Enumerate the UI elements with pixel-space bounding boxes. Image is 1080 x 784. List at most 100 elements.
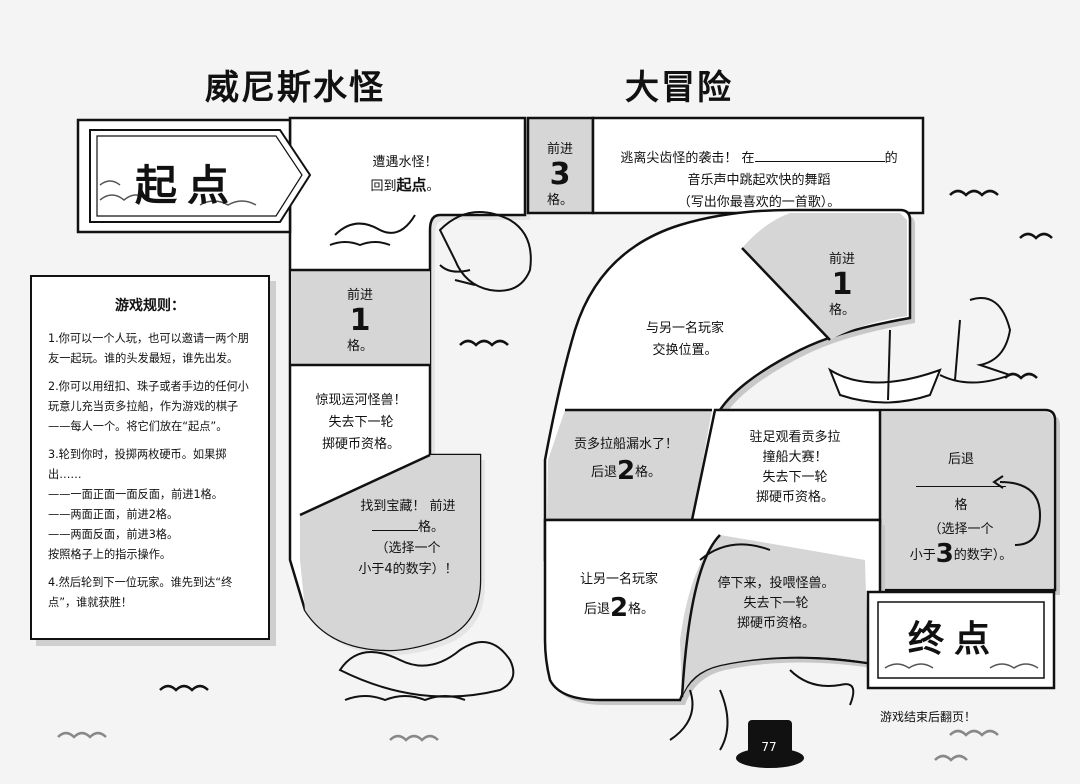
square-gondola-race: 驻足观看贡多拉 撞船大赛！ 失去下一轮 掷硬币资格。 <box>720 428 870 508</box>
square-feed-monster <box>680 535 868 697</box>
square-text: 小于4的数字）！ <box>358 562 458 577</box>
square-text: 格。 <box>417 520 444 535</box>
page-number: 77 <box>761 740 777 754</box>
square-text: 格。 <box>828 303 855 318</box>
square-text: 前进 <box>346 288 373 303</box>
square-text: 惊现运河怪兽！ <box>315 393 407 408</box>
square-forward-3: 前进 3 格。 <box>530 140 590 211</box>
square-text: 后退 <box>947 452 974 467</box>
wave-decorations <box>57 189 1053 762</box>
square-escape-monster: 逃离尖齿怪的袭击！ 在 的 音乐声中跳起欢快的舞蹈 （写出你最喜欢的一首歌）。 <box>600 148 918 214</box>
end-label: 终点 <box>908 618 1001 660</box>
square-text: （选择一个 <box>928 522 994 537</box>
square-text: 掷硬币资格。 <box>736 616 815 631</box>
square-text: 音乐声中跳起欢快的舞蹈 <box>687 173 831 188</box>
square-text: 交换位置。 <box>652 343 718 358</box>
square-number: 2 <box>616 456 636 486</box>
rule-item: ——两面正面，前进2格。 <box>48 508 179 521</box>
square-text: 前进 <box>546 142 573 157</box>
square-text: 小于3的数字）。 <box>886 539 1036 569</box>
rule-item: 3.轮到你时，投掷两枚硬币。如果掷出…… <box>48 448 227 481</box>
rules-heading: 游戏规则： <box>115 298 185 314</box>
left-track <box>288 116 527 652</box>
square-text: 回到起点。 <box>330 174 480 198</box>
square-text-bold: 起点 <box>396 176 427 194</box>
square-gondola-leak <box>547 410 712 520</box>
square-text: 前进 <box>828 252 855 267</box>
right-block <box>690 408 1060 595</box>
square-forward-1-left <box>291 270 430 365</box>
square-text: 回到 <box>370 179 397 194</box>
square-text: 格 <box>954 498 968 513</box>
square-gondola-leak-text: 贡多拉船漏水了！ 后退2格。 <box>562 432 690 486</box>
bottom-track <box>543 518 885 705</box>
square-text: 找到宝藏！ 前进 <box>360 499 456 514</box>
start-label: 起点 <box>135 161 240 210</box>
square-text: 让另一名玩家 <box>579 572 658 587</box>
square-feed-monster-text: 停下来，投喂怪兽。 失去下一轮 掷硬币资格。 <box>696 574 856 634</box>
square-text: 失去下一轮 <box>762 470 828 485</box>
square-text: 失去下一轮 <box>743 596 809 611</box>
square-text <box>886 472 1036 502</box>
song-blank[interactable] <box>754 161 885 162</box>
square-send-back: 让另一名玩家 后退2格。 <box>560 566 678 624</box>
s-track <box>543 208 915 565</box>
footer-note: 游戏结束后翻页！ <box>880 710 977 724</box>
answer-blank[interactable] <box>371 530 418 531</box>
square-text: 格。 <box>338 517 478 538</box>
square-text: 掷硬币资格。 <box>321 437 400 452</box>
square-canal-monster: 惊现运河怪兽！ 失去下一轮 掷硬币资格。 <box>296 390 426 456</box>
square-swap-places: 与另一名玩家 交换位置。 <box>620 318 750 362</box>
square-text: 格。 <box>635 465 662 480</box>
rule-item: 4.然后轮到下一位玩家。谁先到达“终点”，谁就获胜！ <box>48 576 233 609</box>
rule-item: ——两面反面，前进3格。 <box>48 528 179 541</box>
page-title-right: 大冒险 <box>625 68 733 108</box>
square-number: 3 <box>935 539 954 569</box>
square-go-back-text: 后退 格 （选择一个 小于3的数字）。 <box>886 448 1036 568</box>
square-text: 掷硬币资格。 <box>755 490 834 505</box>
square-treasure-text: 找到宝藏！ 前进 格。 （选择一个 小于4的数字）！ <box>338 496 478 580</box>
answer-blank[interactable] <box>916 472 1006 487</box>
square-text: 的数字）。 <box>953 548 1013 563</box>
square-text: 撞船大赛！ <box>762 450 828 465</box>
square-forward-1-right-text: 前进 1 格。 <box>812 250 872 321</box>
page-title-left: 威尼斯水怪 <box>205 68 385 108</box>
square-text: 贡多拉船漏水了！ <box>573 437 678 452</box>
rule-item: 2.你可以用纽扣、珠子或者手边的任何小玩意儿充当贡多拉船，作为游戏的棋子——每人… <box>48 380 249 433</box>
square-text: 。 <box>426 179 440 194</box>
square-text: 停下来，投喂怪兽。 <box>717 576 835 591</box>
square-go-back <box>880 412 1053 588</box>
square-text: 的 <box>884 151 898 166</box>
square-text: 失去下一轮 <box>328 415 394 430</box>
square-number: 2 <box>609 593 629 623</box>
start-banner <box>76 118 312 234</box>
square-number: 3 <box>549 157 571 192</box>
square-forward-1-left-text: 前进 1 格。 <box>300 286 420 357</box>
square-text: （选择一个 <box>375 541 441 556</box>
square-forward-1-right <box>742 213 907 340</box>
square-meet-monster: 遭遇水怪！ 回到起点。 <box>330 152 480 198</box>
rule-item: 按照格子上的指示操作。 <box>48 548 172 561</box>
square-text: （写出你最喜欢的一首歌）。 <box>677 195 841 210</box>
rules-panel: 游戏规则： 1.你可以一个人玩，也可以邀请一两个朋友一起玩。谁的头发最短，谁先出… <box>30 275 270 640</box>
top-hat-icon <box>736 720 804 768</box>
square-text: 格。 <box>628 602 655 617</box>
square-text: 小于 <box>909 548 936 563</box>
square-number: 1 <box>831 267 853 302</box>
square-text: 后退2格。 <box>562 458 690 486</box>
square-text: 逃离尖齿怪的袭击！ 在 <box>620 151 755 166</box>
end-banner <box>866 590 1056 690</box>
square-text: 后退2格。 <box>560 594 678 624</box>
square-text: 驻足观看贡多拉 <box>749 430 841 445</box>
square-text: 格。 <box>546 193 573 208</box>
rule-item: ——一面正面一面反面，前进1格。 <box>48 488 223 501</box>
sea-monster-illustrations <box>329 211 1013 751</box>
square-number: 1 <box>349 303 371 338</box>
square-text: 后退 <box>590 465 617 480</box>
square-text: 格。 <box>346 339 373 354</box>
square-text: 与另一名玩家 <box>645 321 724 336</box>
square-text: 遭遇水怪！ <box>372 155 438 170</box>
square-text: 逃离尖齿怪的袭击！ 在 的 <box>600 148 918 170</box>
square-text: 后退 <box>583 602 610 617</box>
